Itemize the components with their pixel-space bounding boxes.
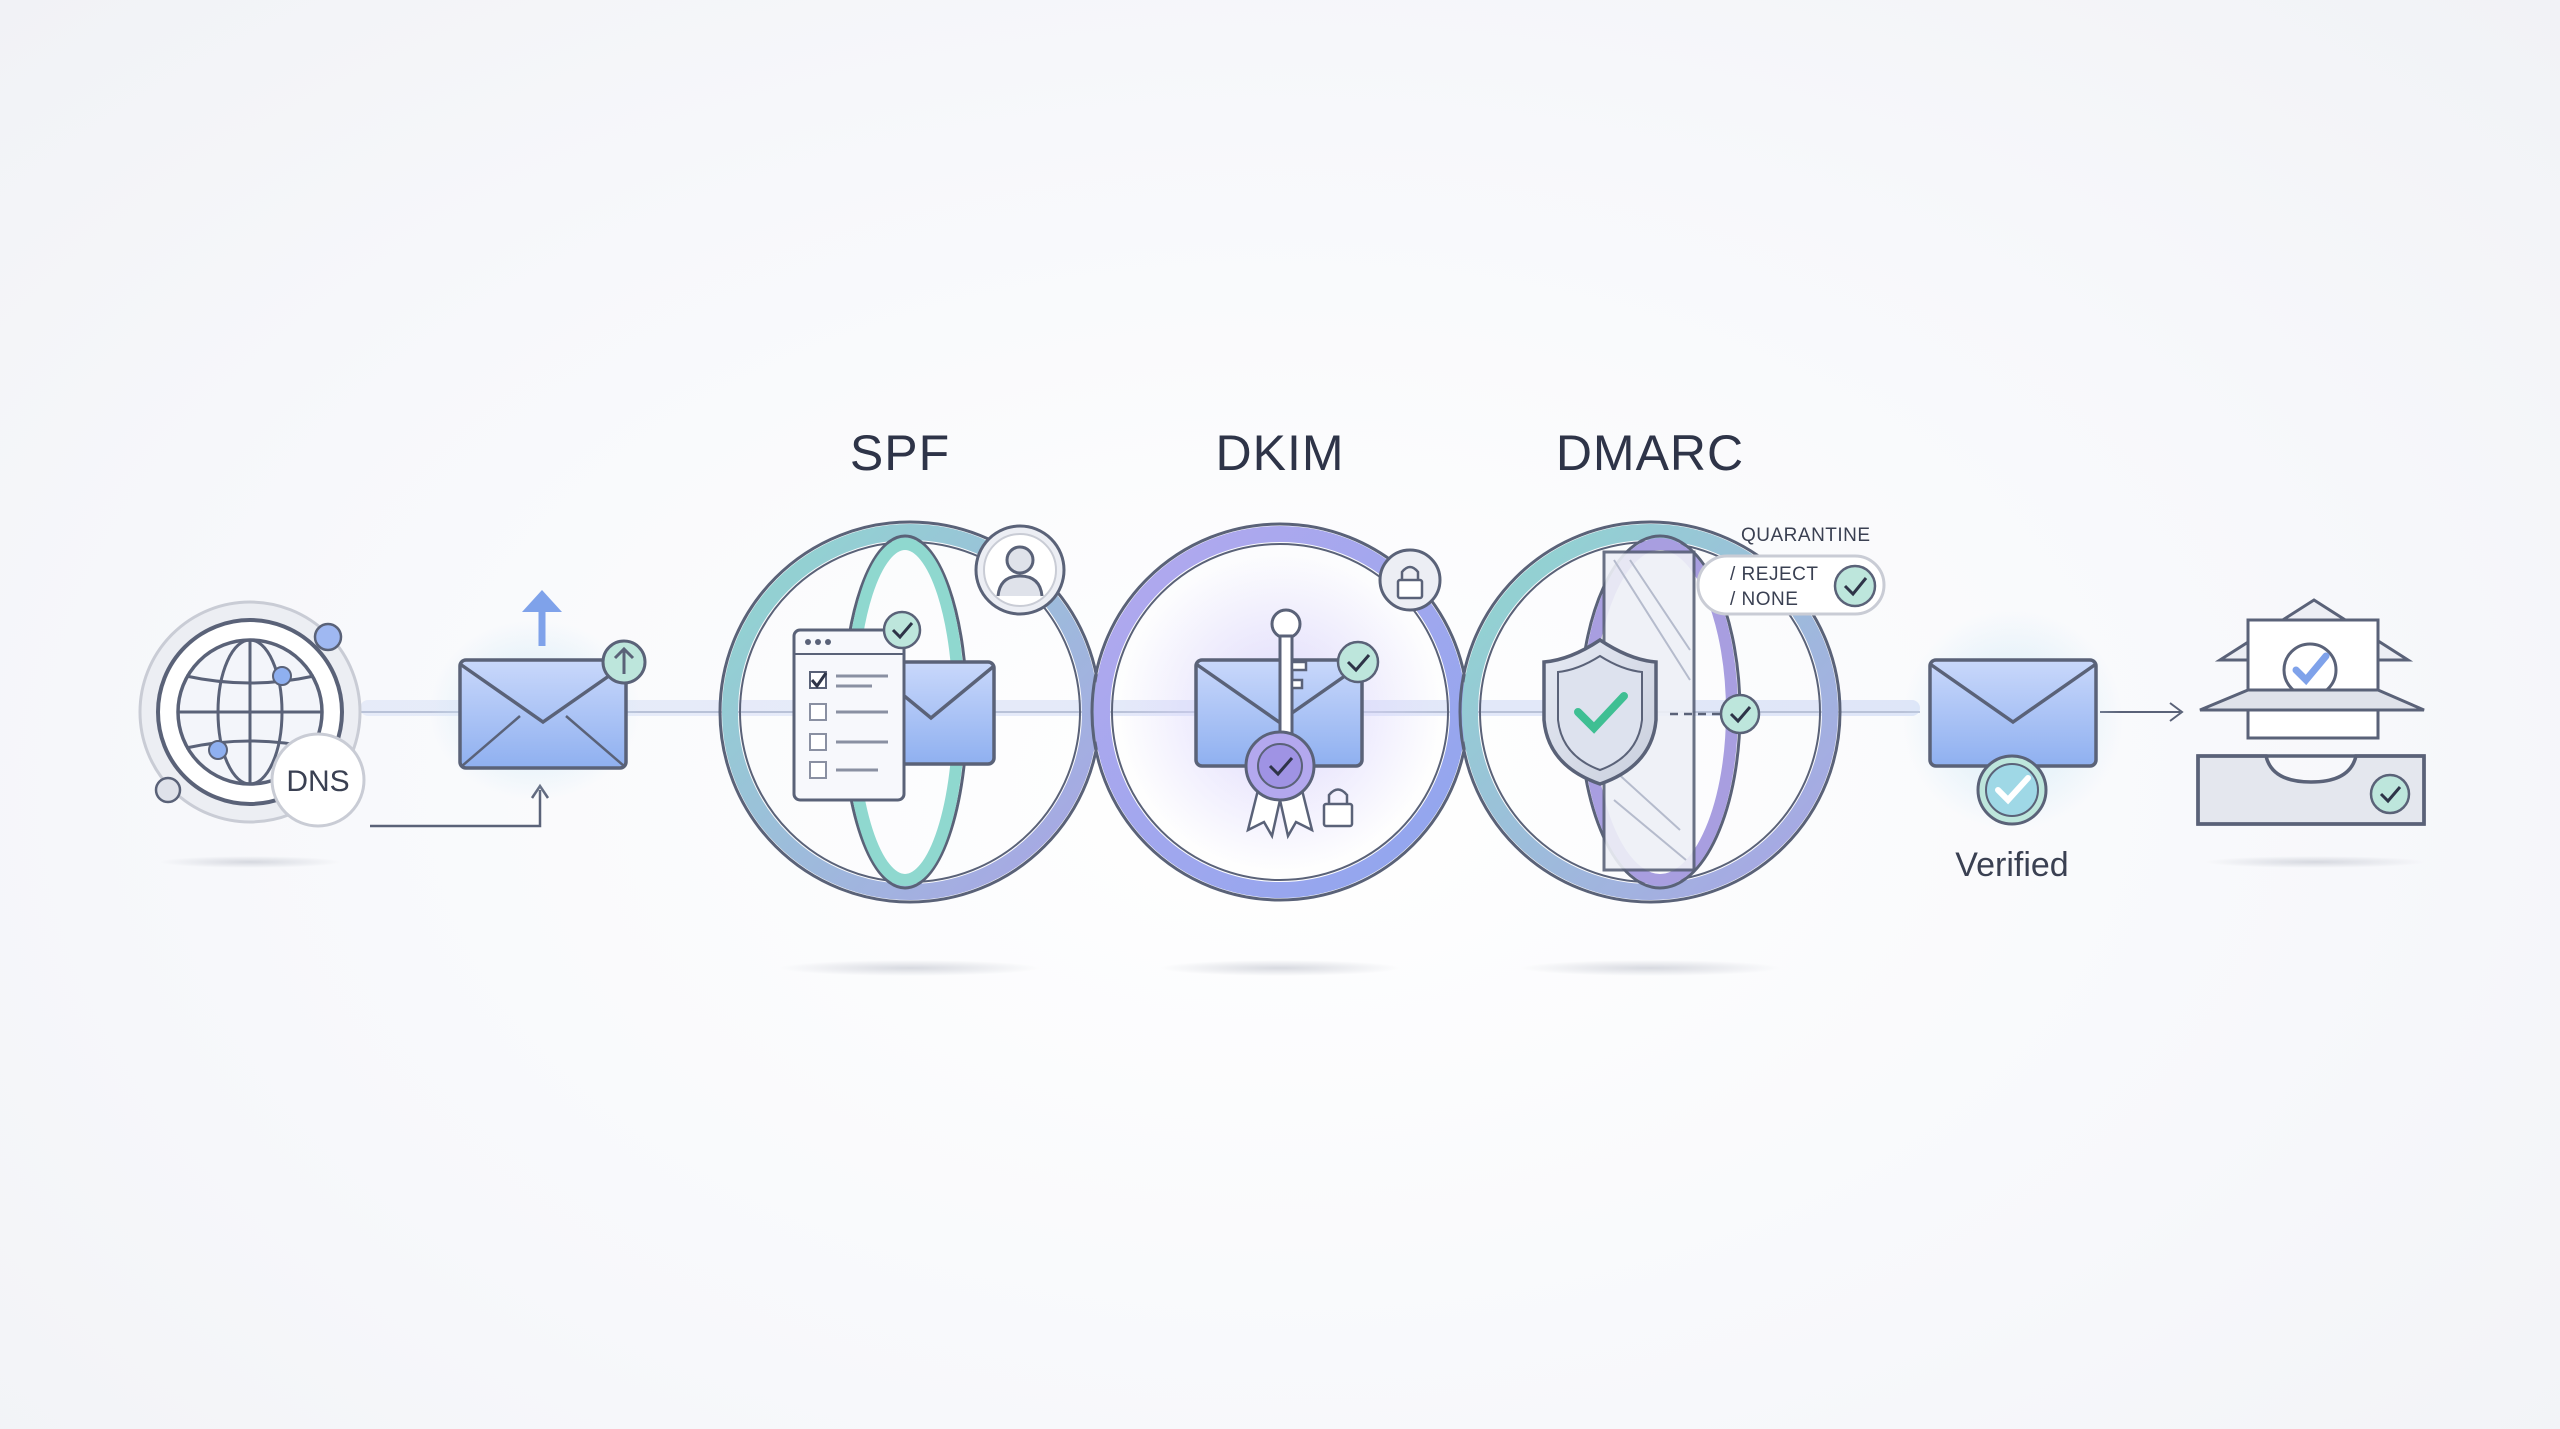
- arrow-up-icon: [522, 590, 562, 646]
- lock-icon: [1378, 548, 1442, 612]
- policy-quarantine-label: QUARANTINE: [1741, 525, 1871, 546]
- verified-check-icon: [1976, 754, 2048, 826]
- check-badge-icon: [2369, 773, 2411, 815]
- inbox-node: [2196, 598, 2426, 826]
- user-avatar-icon: [974, 524, 1066, 616]
- envelope-icon: [458, 658, 628, 770]
- check-badge-icon: [1719, 693, 1761, 735]
- dns-label: DNS: [286, 765, 349, 798]
- verified-label: Verified: [1955, 846, 2068, 884]
- upload-badge-icon: [601, 639, 647, 685]
- check-badge-icon: [1336, 640, 1380, 684]
- spf-title: SPF: [850, 425, 950, 481]
- check-badge-icon: [882, 610, 922, 650]
- dmarc-title: DMARC: [1556, 425, 1744, 481]
- dkim-stage: DKIM: [1090, 425, 1470, 902]
- certificate-seal-icon: [1244, 730, 1316, 840]
- dmarc-stage: DMARC QUARANTINE / REJECT / NONE: [1458, 425, 1886, 904]
- inbox-tray-icon: [2196, 598, 2426, 826]
- dns-node: DNS: [138, 600, 366, 828]
- dkim-title: DKIM: [1216, 425, 1345, 481]
- ground-shadows: [160, 856, 2425, 976]
- dmarc-policy-badge: QUARANTINE / REJECT / NONE: [1696, 525, 1886, 616]
- spf-record-checklist-icon: [792, 628, 906, 802]
- outgoing-email-node: [430, 590, 647, 800]
- check-badge-icon: [1833, 564, 1877, 608]
- shield-check-icon: [1542, 637, 1658, 786]
- lock-icon: [1322, 788, 1354, 828]
- verified-email-node: Verified: [1902, 610, 2122, 884]
- policy-none-label: / NONE: [1730, 589, 1798, 610]
- policy-reject-label: / REJECT: [1730, 564, 1818, 585]
- spf-stage: SPF: [718, 425, 1102, 904]
- envelope-icon: [1928, 658, 2098, 768]
- dns-connector: [370, 790, 542, 828]
